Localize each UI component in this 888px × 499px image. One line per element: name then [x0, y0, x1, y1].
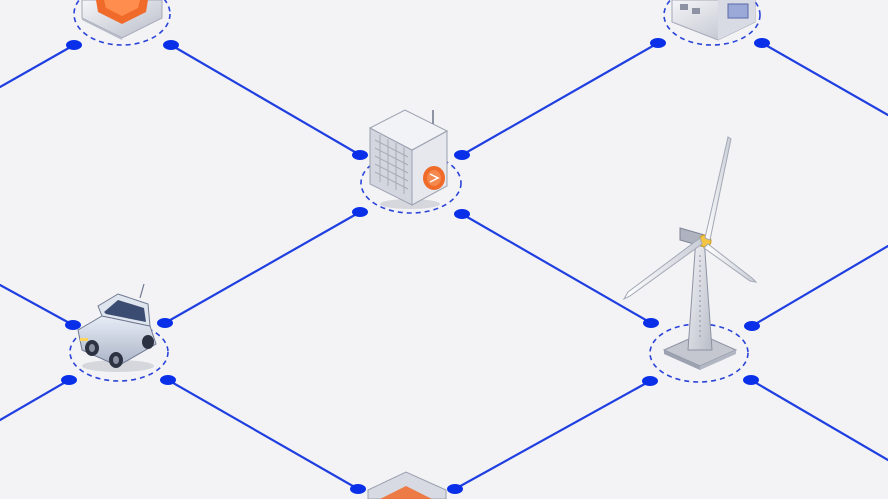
storage-unit-icon [367, 471, 447, 499]
node-dot [61, 375, 77, 385]
control-panel-icon [671, 0, 756, 41]
electric-suv-icon [77, 283, 157, 372]
link [760, 41, 888, 117]
node-dot [650, 38, 666, 48]
node-dot [744, 321, 760, 331]
ring [73, 0, 171, 46]
node-dot [350, 484, 366, 494]
node-dot [352, 150, 368, 160]
node-dot [66, 40, 82, 50]
ring [69, 322, 169, 382]
link [0, 43, 76, 89]
industrial-heater-icon [81, 0, 163, 40]
link [169, 43, 362, 157]
link [166, 378, 360, 491]
link [750, 244, 888, 328]
wind-turbine-icon [622, 136, 758, 370]
link [0, 378, 71, 422]
node-dot [163, 40, 179, 50]
node-dot [157, 318, 173, 328]
node-dot [352, 207, 368, 217]
link [163, 210, 362, 325]
node-dot [642, 376, 658, 386]
node-dot [743, 375, 759, 385]
ring [649, 323, 749, 383]
link [749, 378, 888, 462]
node-dot [643, 318, 659, 328]
link [453, 379, 652, 491]
node-dot [454, 150, 470, 160]
link [460, 212, 653, 325]
node-dot [65, 320, 81, 330]
node-dot [454, 209, 470, 219]
mining-rig-icon [368, 109, 449, 209]
node-dot [160, 375, 176, 385]
node-dot [447, 484, 463, 494]
link [0, 283, 75, 327]
link [460, 41, 660, 157]
node-dot [754, 38, 770, 48]
ring [663, 0, 761, 46]
node-dots [61, 38, 770, 494]
network-links [0, 41, 888, 491]
